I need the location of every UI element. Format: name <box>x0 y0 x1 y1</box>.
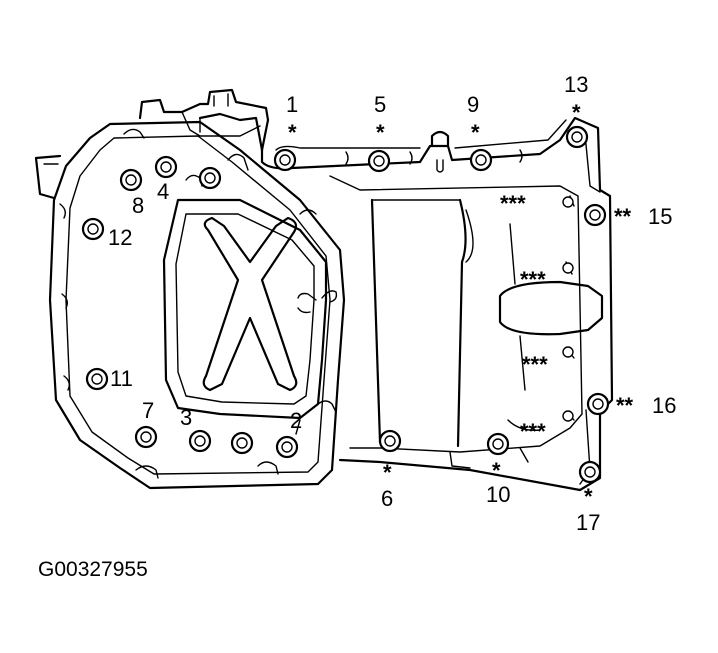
label-bolt-12: 12 <box>108 225 132 250</box>
mark-bolt-1: * <box>288 120 297 145</box>
bolt-17 <box>578 460 602 484</box>
mark-bolt-13: * <box>572 100 581 125</box>
mark-bolt-16: ** <box>616 393 634 418</box>
bolt-12 <box>81 217 105 241</box>
label-bolt-4: 4 <box>157 179 169 204</box>
stud-c <box>562 346 574 358</box>
triple-mark-3: *** <box>522 352 548 377</box>
bolt-7 <box>134 425 158 449</box>
bolt-6 <box>378 429 402 453</box>
label-bolt-6: 6 <box>381 486 393 511</box>
oil-pan-body <box>260 116 614 492</box>
stud-b <box>562 262 574 274</box>
bolt-16 <box>586 392 610 416</box>
mark-bolt-9: * <box>471 120 480 145</box>
bolt-labels: 1 * 5 * 9 * 13 * ** 15 ** 16 * 17 * 10 *… <box>108 72 676 535</box>
stud-a <box>562 196 574 208</box>
label-bolt-2: 2 <box>290 408 302 433</box>
label-bolt-8: 8 <box>132 193 144 218</box>
baffle-plate <box>48 120 346 490</box>
bolt-15 <box>583 203 607 227</box>
bolt-13 <box>565 125 589 149</box>
label-bolt-5: 5 <box>374 92 386 117</box>
label-bolt-7: 7 <box>142 398 154 423</box>
bolt-2b <box>230 431 254 455</box>
bolt-holes <box>81 125 610 484</box>
mark-bolt-10: * <box>492 458 501 483</box>
mark-bolt-5: * <box>376 120 385 145</box>
figure-code: G00327955 <box>38 558 148 581</box>
label-bolt-10: 10 <box>486 482 510 507</box>
bolt-10 <box>486 432 510 456</box>
label-bolt-16: 16 <box>652 393 676 418</box>
triple-mark-1: *** <box>500 191 526 216</box>
bolt-8 <box>119 168 143 192</box>
bolt-4 <box>154 155 178 179</box>
bolt-1 <box>273 148 297 172</box>
label-bolt-3: 3 <box>180 405 192 430</box>
label-bolt-17: 17 <box>576 510 600 535</box>
bolt-3 <box>188 429 212 453</box>
bolt-11 <box>85 367 109 391</box>
bolt-5 <box>367 149 391 173</box>
triple-mark-2: *** <box>520 267 546 292</box>
label-bolt-11: 11 <box>110 366 133 391</box>
bolt-9 <box>469 148 493 172</box>
label-bolt-13: 13 <box>564 72 588 97</box>
mark-bolt-17: * <box>584 484 593 509</box>
triple-mark-4: *** <box>520 419 546 444</box>
label-bolt-15: 15 <box>648 204 672 229</box>
bolt-4b <box>198 166 222 190</box>
oil-pan-diagram: 1 * 5 * 9 * 13 * ** 15 ** 16 * 17 * 10 *… <box>34 72 676 535</box>
stud-d <box>562 410 574 422</box>
bolt-2 <box>275 435 299 459</box>
upper-housing <box>34 88 270 200</box>
mark-bolt-15: ** <box>614 204 632 229</box>
mark-bolt-6: * <box>383 460 392 485</box>
label-bolt-9: 9 <box>467 92 479 117</box>
label-bolt-1: 1 <box>286 92 298 117</box>
